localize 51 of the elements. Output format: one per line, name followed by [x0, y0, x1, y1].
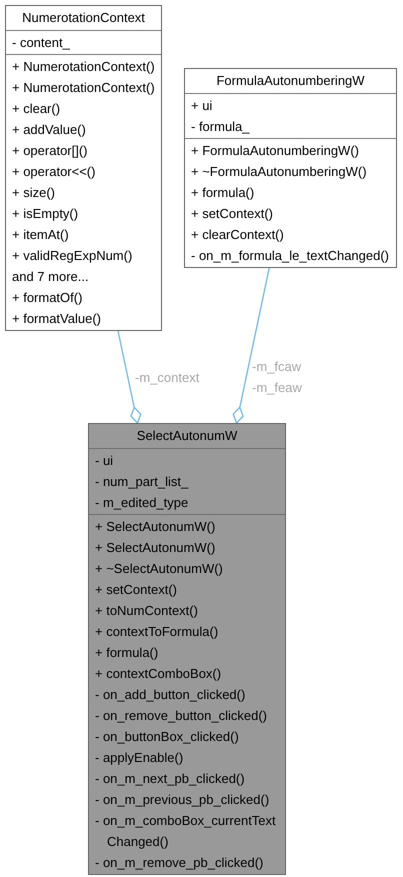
- member-entry: + SelectAutonumW(): [94, 539, 216, 557]
- member-entry: + formatOf(): [11, 289, 84, 307]
- member-entry: + ui: [190, 97, 214, 115]
- member-entry: + addValue(): [11, 121, 87, 139]
- member-entry: + itemAt(): [11, 226, 70, 244]
- member-entry: + operator[](): [11, 142, 89, 160]
- member-entry: - on_add_button_clicked(): [94, 686, 246, 704]
- member-entry: + clear(): [11, 100, 62, 118]
- class-name: FormulaAutonumberingW: [215, 72, 366, 90]
- member-entry: + contextToFormula(): [94, 623, 220, 641]
- aggregation-line: [232, 268, 270, 424]
- edge-label: -m_fcaw -m_feaw: [252, 358, 303, 397]
- member-entry: + formula(): [190, 184, 256, 202]
- member-entry: - on_m_formula_le_textChanged(): [190, 247, 390, 265]
- member-entry: + isEmpty(): [11, 205, 80, 223]
- member-entry: + setContext(): [190, 205, 274, 223]
- class-box: [5, 5, 162, 331]
- member-entry: + contextComboBox(): [94, 665, 222, 683]
- member-entry: - on_m_comboBox_currentText Changed(): [94, 812, 277, 851]
- member-entry: - on_m_remove_pb_clicked(): [94, 854, 264, 872]
- member-entry: - on_m_next_pb_clicked(): [94, 770, 246, 788]
- member-entry: - ui: [94, 452, 114, 470]
- class-name: NumerotationContext: [21, 9, 146, 27]
- member-entry: + SelectAutonumW(): [94, 518, 216, 536]
- member-entry: and 7 more...: [11, 268, 90, 286]
- member-entry: + setContext(): [94, 581, 178, 599]
- aggregation-line: [117, 330, 142, 424]
- member-entry: + ~FormulaAutonumberingW(): [190, 163, 368, 181]
- member-entry: - num_part_list_: [94, 473, 190, 491]
- member-entry: - on_buttonBox_clicked(): [94, 728, 240, 746]
- member-entry: + clearContext(): [190, 226, 285, 244]
- member-entry: - applyEnable(): [94, 749, 184, 767]
- member-entry: + size(): [11, 184, 56, 202]
- member-entry: + validRegExpNum(): [11, 247, 134, 265]
- member-entry: + operator<<(): [11, 163, 96, 181]
- member-entry: - on_remove_button_clicked(): [94, 707, 268, 725]
- member-entry: + toNumContext(): [94, 602, 199, 620]
- member-entry: - content_: [11, 34, 71, 52]
- edge-label: -m_context: [135, 369, 200, 387]
- member-entry: + formatValue(): [11, 310, 102, 328]
- member-entry: + FormulaAutonumberingW(): [190, 142, 360, 160]
- class-box: [88, 423, 286, 875]
- member-entry: + NumerotationContext(): [11, 79, 156, 97]
- member-entry: + ~SelectAutonumW(): [94, 560, 224, 578]
- member-entry: - on_m_previous_pb_clicked(): [94, 791, 270, 809]
- member-entry: + formula(): [94, 644, 160, 662]
- member-entry: - formula_: [190, 118, 251, 136]
- member-entry: + NumerotationContext(): [11, 58, 156, 76]
- member-entry: - m_edited_type: [94, 494, 190, 512]
- class-name: SelectAutonumW: [136, 427, 238, 445]
- class-box: [184, 68, 397, 268]
